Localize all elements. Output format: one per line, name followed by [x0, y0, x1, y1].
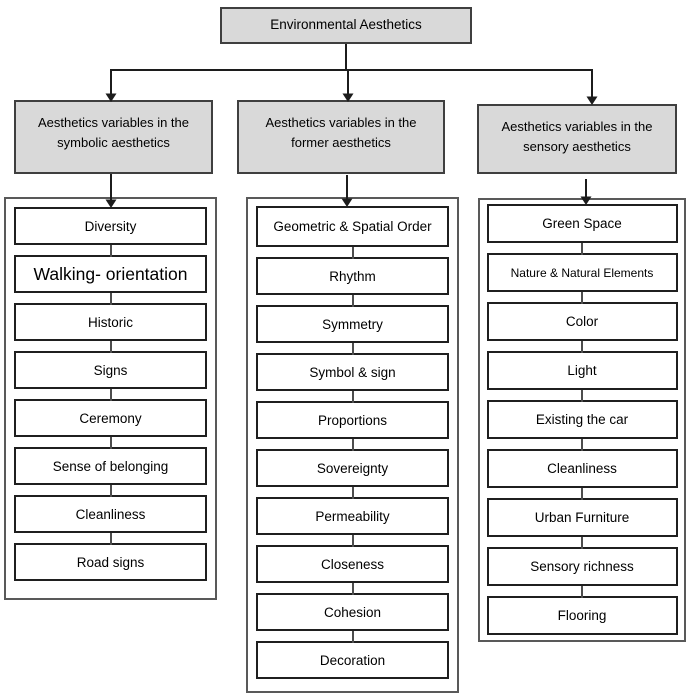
list-item: Nature & Natural Elements [486, 243, 678, 292]
list-item: Existing the car [486, 390, 678, 439]
list-item: Ceremony [14, 389, 207, 437]
list-item: Diversity [14, 207, 207, 245]
list-item: Walking- orientation [14, 245, 207, 293]
list-item: Symmetry [256, 295, 449, 343]
list-item: Cohesion [256, 583, 449, 631]
branch-header-sensory: Aesthetics variables in the sensory aest… [477, 104, 677, 174]
list-item: Decoration [256, 631, 449, 679]
list-item: Symbol & sign [256, 343, 449, 391]
list-item: Signs [14, 341, 207, 389]
list-item: Historic [14, 293, 207, 341]
list-item: Geometric & Spatial Order [256, 206, 449, 247]
list-item: Rhythm [256, 247, 449, 295]
list-item: Cleanliness [14, 485, 207, 533]
branch-header-symbolic: Aesthetics variables in the symbolic aes… [14, 100, 213, 174]
list-item: Sensory richness [486, 537, 678, 586]
list-item: Permeability [256, 487, 449, 535]
list-item: Urban Furniture [486, 488, 678, 537]
list-item: Cleanliness [486, 439, 678, 488]
branch-list-former: Geometric & Spatial Order Rhythm Symmetr… [246, 197, 459, 693]
list-item: Proportions [256, 391, 449, 439]
list-item: Green Space [486, 204, 678, 243]
list-item: Closeness [256, 535, 449, 583]
list-item: Light [486, 341, 678, 390]
branch-header-former: Aesthetics variables in the former aesth… [237, 100, 445, 174]
list-item: Flooring [486, 586, 678, 635]
branch-list-sensory: Green Space Nature & Natural Elements Co… [478, 198, 686, 642]
list-item: Color [486, 292, 678, 341]
list-item: Road signs [14, 533, 207, 581]
list-item: Sovereignty [256, 439, 449, 487]
branch-list-symbolic: Diversity Walking- orientation Historic … [4, 197, 217, 600]
list-item: Sense of belonging [14, 437, 207, 485]
root-node: Environmental Aesthetics [220, 7, 472, 44]
